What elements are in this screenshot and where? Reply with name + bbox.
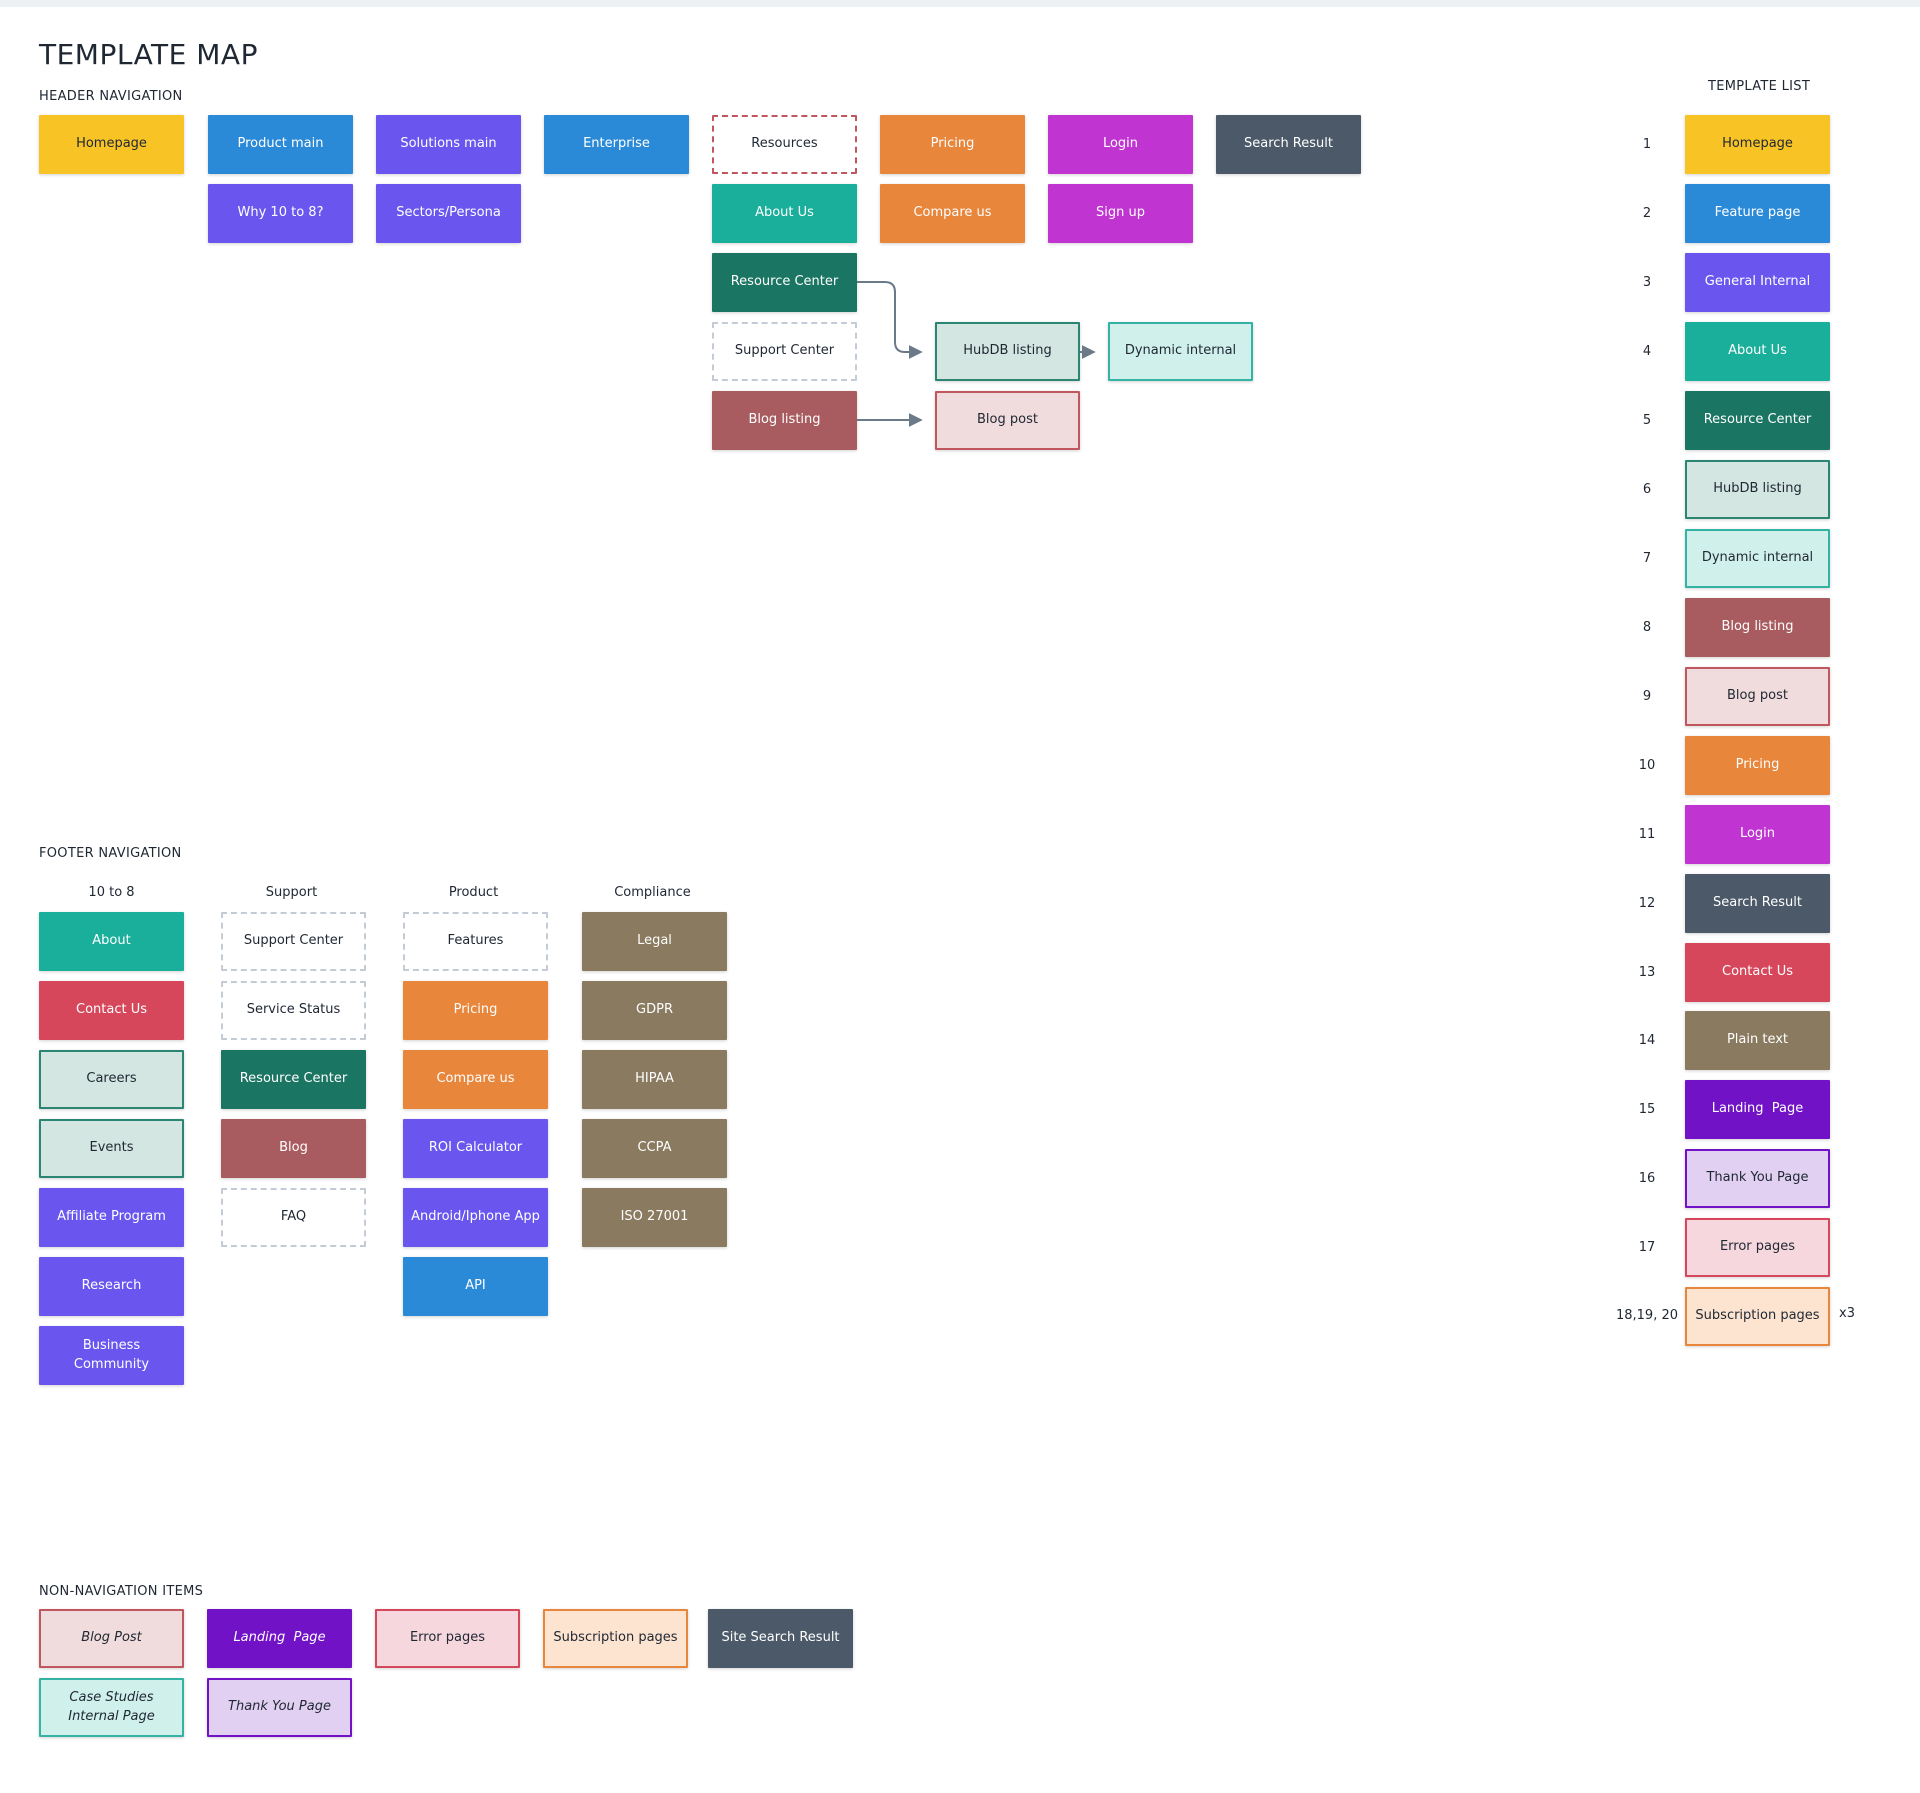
footer-column-support-label: Support [265,885,318,900]
header-node-resource-center[interactable]: Resource Center [712,253,857,312]
footer-node-faq[interactable]: FAQ [221,1188,366,1247]
header-node-enterprise[interactable]: Enterprise [544,115,689,174]
header-node-compare-us[interactable]: Compare us [880,184,1025,243]
template-list-label: TEMPLATE LIST [1708,79,1811,94]
template-plain-text[interactable]: Plain text [1685,1011,1830,1070]
footer-node-about[interactable]: About [39,912,184,971]
header-node-blog-post[interactable]: Blog post [935,391,1080,450]
footer-node-contact-us[interactable]: Contact Us [39,981,184,1040]
template-general-internal[interactable]: General Internal [1685,253,1830,312]
footer-node-features[interactable]: Features [403,912,548,971]
header-node-sign-up[interactable]: Sign up [1048,184,1193,243]
header-node-login[interactable]: Login [1048,115,1193,174]
footer-node-pricing[interactable]: Pricing [403,981,548,1040]
template-pricing[interactable]: Pricing [1685,736,1830,795]
template-number: 17 [1638,1240,1656,1255]
footer-node-careers[interactable]: Careers [39,1050,184,1109]
header-node-resources[interactable]: Resources [712,115,857,174]
template-resource-center[interactable]: Resource Center [1685,391,1830,450]
template-hubdb-listing[interactable]: HubDB listing [1685,460,1830,519]
header-node-sectors[interactable]: Sectors/Persona [376,184,521,243]
footer-node-ccpa[interactable]: CCPA [582,1119,727,1178]
non-nav-landing-page[interactable]: Landing Page [207,1609,352,1668]
non-nav-error-pages[interactable]: Error pages [375,1609,520,1668]
page-title: TEMPLATE MAP [39,38,258,71]
footer-node-roi-calculator[interactable]: ROI Calculator [403,1119,548,1178]
non-nav-thank-you-page[interactable]: Thank You Page [207,1678,352,1737]
non-nav-subscription-pages[interactable]: Subscription pages [543,1609,688,1668]
subscription-multiplier: x3 [1839,1306,1855,1321]
footer-node-hipaa[interactable]: HIPAA [582,1050,727,1109]
footer-node-service-status[interactable]: Service Status [221,981,366,1040]
header-node-pricing[interactable]: Pricing [880,115,1025,174]
footer-node-gdpr[interactable]: GDPR [582,981,727,1040]
footer-node-business-community[interactable]: Business Community [39,1326,184,1385]
footer-node-compare-us[interactable]: Compare us [403,1050,548,1109]
footer-node-affiliate-program[interactable]: Affiliate Program [39,1188,184,1247]
template-number: 14 [1638,1033,1656,1048]
non-nav-case-studies[interactable]: Case Studies Internal Page [39,1678,184,1737]
template-login[interactable]: Login [1685,805,1830,864]
template-subscription-pages[interactable]: Subscription pages [1685,1287,1830,1346]
footer-node-blog[interactable]: Blog [221,1119,366,1178]
connector-resource-center-to-hubdb [857,281,923,359]
template-number: 5 [1642,413,1652,428]
template-number: 7 [1642,551,1652,566]
header-node-hubdb-listing[interactable]: HubDB listing [935,322,1080,381]
template-blog-post[interactable]: Blog post [1685,667,1830,726]
header-node-product-main[interactable]: Product main [208,115,353,174]
header-node-support-center[interactable]: Support Center [712,322,857,381]
footer-node-api[interactable]: API [403,1257,548,1316]
footer-node-events[interactable]: Events [39,1119,184,1178]
header-node-why[interactable]: Why 10 to 8? [208,184,353,243]
template-blog-listing[interactable]: Blog listing [1685,598,1830,657]
template-feature-page[interactable]: Feature page [1685,184,1830,243]
non-nav-site-search-result[interactable]: Site Search Result [708,1609,853,1668]
footer-node-iso-27001[interactable]: ISO 27001 [582,1188,727,1247]
template-number: 16 [1638,1171,1656,1186]
footer-node-support-center[interactable]: Support Center [221,912,366,971]
footer-column-10to8-label: 10 to 8 [88,885,135,900]
template-number: 10 [1638,758,1656,773]
template-thank-you-page[interactable]: Thank You Page [1685,1149,1830,1208]
template-number: 13 [1638,965,1656,980]
template-number: 11 [1638,827,1656,842]
header-node-about-us[interactable]: About Us [712,184,857,243]
non-nav-blog-post[interactable]: Blog Post [39,1609,184,1668]
template-number: 12 [1638,896,1656,911]
footer-navigation-label: FOOTER NAVIGATION [39,846,182,861]
template-number: 15 [1638,1102,1656,1117]
template-contact-us[interactable]: Contact Us [1685,943,1830,1002]
template-number: 18,19, 20 [1615,1308,1679,1323]
header-navigation-label: HEADER NAVIGATION [39,89,183,104]
template-about-us[interactable]: About Us [1685,322,1830,381]
footer-node-mobile-app[interactable]: Android/Iphone App [403,1188,548,1247]
top-bar [0,0,1920,7]
non-navigation-label: NON-NAVIGATION ITEMS [39,1584,204,1599]
footer-node-research[interactable]: Research [39,1257,184,1316]
header-node-homepage[interactable]: Homepage [39,115,184,174]
footer-node-resource-center[interactable]: Resource Center [221,1050,366,1109]
template-number: 4 [1642,344,1652,359]
header-node-blog-listing[interactable]: Blog listing [712,391,857,450]
footer-node-legal[interactable]: Legal [582,912,727,971]
header-node-search-result[interactable]: Search Result [1216,115,1361,174]
footer-column-compliance-label: Compliance [614,885,691,900]
footer-column-product-label: Product [448,885,499,900]
template-number: 6 [1642,482,1652,497]
template-number: 8 [1642,620,1652,635]
template-search-result[interactable]: Search Result [1685,874,1830,933]
template-error-pages[interactable]: Error pages [1685,1218,1830,1277]
template-homepage[interactable]: Homepage [1685,115,1830,174]
template-number: 1 [1642,137,1652,152]
header-node-dynamic-internal[interactable]: Dynamic internal [1108,322,1253,381]
template-landing-page[interactable]: Landing Page [1685,1080,1830,1139]
header-node-solutions-main[interactable]: Solutions main [376,115,521,174]
template-number: 2 [1642,206,1652,221]
template-dynamic-internal[interactable]: Dynamic internal [1685,529,1830,588]
template-number: 9 [1642,689,1652,704]
template-number: 3 [1642,275,1652,290]
